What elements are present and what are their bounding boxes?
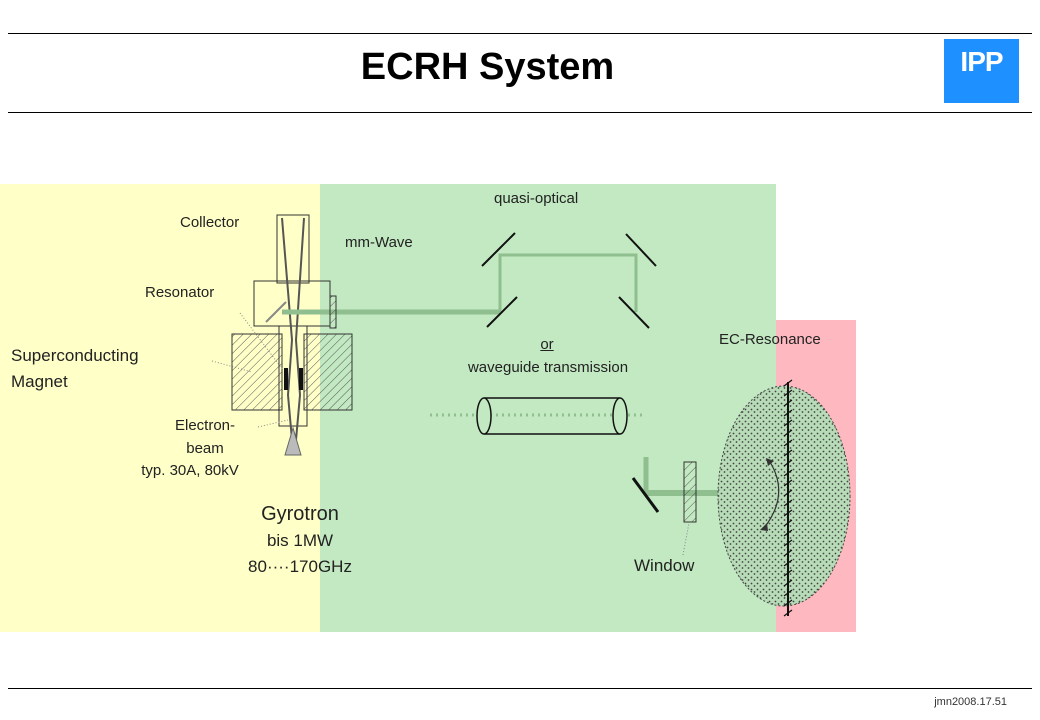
collector-box bbox=[276, 214, 310, 284]
ec-resonance-hatch bbox=[783, 379, 793, 617]
qo-mirror-3 bbox=[486, 296, 518, 328]
window-label: Window bbox=[634, 556, 695, 575]
ec-resonance-label: EC-Resonance bbox=[719, 331, 821, 348]
quasi-optical-line bbox=[481, 232, 657, 329]
vacuum-window bbox=[683, 461, 697, 523]
electron-gun bbox=[284, 426, 302, 456]
qo-mirror-1 bbox=[481, 232, 516, 267]
gyrotron-label: Gyrotron bbox=[261, 503, 339, 525]
launcher bbox=[631, 457, 790, 556]
steering-arc bbox=[763, 461, 780, 529]
output-mirror bbox=[265, 301, 287, 323]
waveguide-end-right bbox=[612, 397, 628, 435]
electron-label: Electron- bbox=[174, 417, 236, 434]
superconducting-label: Superconducting bbox=[11, 346, 139, 365]
cavity-tube bbox=[278, 325, 308, 427]
beam-line-right bbox=[294, 217, 305, 441]
qo-mirror-4 bbox=[618, 296, 650, 329]
steering-arrow-top bbox=[766, 458, 774, 466]
power-label: bis 1MW bbox=[266, 531, 334, 550]
leader-window bbox=[682, 522, 690, 556]
waveguide-end-left bbox=[476, 397, 492, 435]
magnet-label: Magnet bbox=[11, 372, 68, 391]
or-label: or bbox=[540, 336, 554, 353]
ipp-logo: IPP bbox=[944, 39, 1019, 103]
collector-label: Collector bbox=[180, 214, 240, 231]
footer-code: jmn2008.17.51 bbox=[934, 696, 1007, 708]
waveguide-label: waveguide transmission bbox=[467, 359, 629, 376]
leader-electron bbox=[257, 419, 289, 428]
beam-line-left bbox=[281, 217, 294, 441]
beam-label: beam bbox=[186, 440, 224, 457]
leader-magnet bbox=[211, 360, 253, 373]
steering-arrow-bottom bbox=[760, 523, 768, 531]
top-rule bbox=[8, 33, 1032, 34]
title-rule bbox=[8, 112, 1032, 113]
launcher-mirror bbox=[631, 477, 660, 513]
gyrotron-drawing bbox=[211, 214, 500, 456]
frequency-label: 80····170GHz bbox=[248, 557, 352, 576]
waveguide bbox=[430, 397, 645, 435]
magnet-left-block bbox=[231, 333, 283, 411]
plasma bbox=[717, 379, 851, 617]
page-title: ECRH System bbox=[360, 46, 615, 88]
resonator-plate-right bbox=[299, 368, 303, 390]
beam-params-label: typ. 30A, 80kV bbox=[141, 462, 239, 479]
resonator-label: Resonator bbox=[145, 284, 215, 301]
mm-wave-label: mm-Wave bbox=[345, 234, 413, 251]
magnet-right-block bbox=[303, 333, 353, 411]
output-window bbox=[329, 295, 337, 329]
resonator-plate-left bbox=[284, 368, 288, 390]
transmission-zone bbox=[320, 184, 776, 632]
qo-beam bbox=[498, 253, 638, 312]
quasi-optical-label: quasi-optical bbox=[494, 190, 579, 207]
qo-mirror-2 bbox=[625, 233, 657, 267]
footer-rule bbox=[8, 688, 1032, 689]
